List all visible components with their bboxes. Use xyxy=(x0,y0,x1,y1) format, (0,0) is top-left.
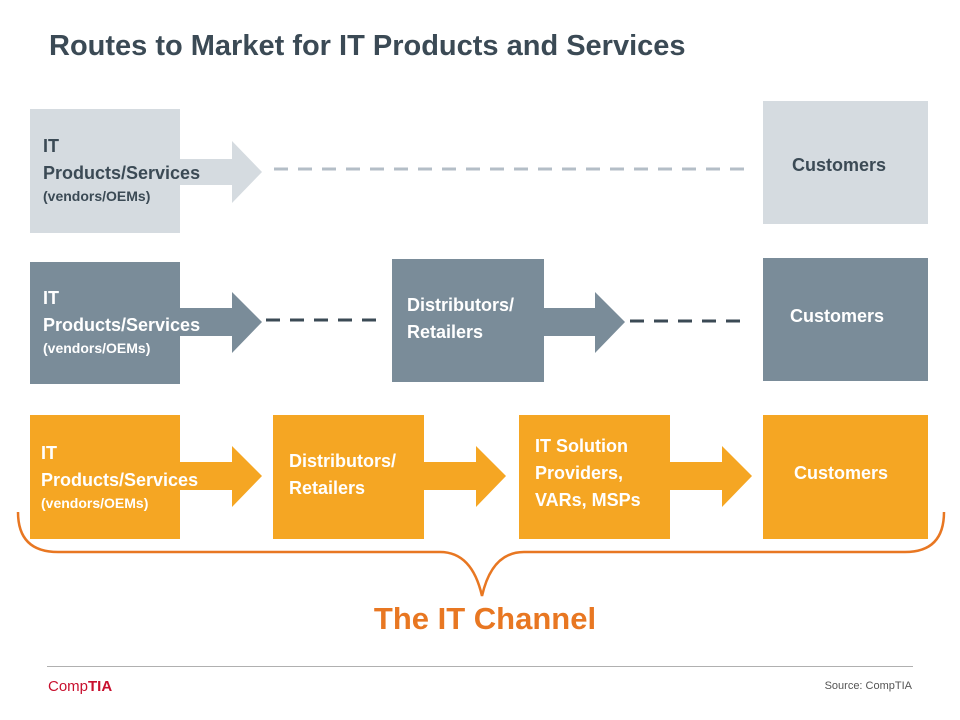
distributors-label: Distributors/ Retailers xyxy=(407,295,515,342)
source-label: IT Products/Services xyxy=(41,443,199,490)
row3-solution-providers-box: IT Solution Providers, VARs, MSPs xyxy=(519,415,670,539)
source-sublabel: (vendors/OEMs) xyxy=(43,340,151,356)
source-sublabel: (vendors/OEMs) xyxy=(43,188,151,204)
row2-arrow1-icon xyxy=(180,292,262,353)
row1-source-box: IT Products/Services (vendors/OEMs) xyxy=(30,109,201,233)
source-label: IT Products/Services xyxy=(43,288,201,335)
channel-label: The IT Channel xyxy=(373,601,597,636)
source-label: IT Products/Services xyxy=(43,136,201,183)
footer-divider xyxy=(47,666,913,667)
row3-arrow2-icon xyxy=(424,446,506,507)
channel-brace-icon xyxy=(16,511,946,597)
row2-customers-box: Customers xyxy=(763,258,928,381)
source-sublabel: (vendors/OEMs) xyxy=(41,495,149,511)
solution-providers-label: IT Solution Providers, VARs, MSPs xyxy=(535,436,641,510)
customers-label: Customers xyxy=(790,306,885,326)
row3-customers-box: Customers xyxy=(763,415,928,539)
row1-customers-box: Customers xyxy=(763,101,928,224)
row3-arrow1-icon xyxy=(180,446,262,507)
row2-arrow2-icon xyxy=(543,292,625,353)
customers-label: Customers xyxy=(792,155,887,175)
customers-label: Customers xyxy=(794,463,889,483)
row3-distributors-box: Distributors/ Retailers xyxy=(273,415,424,539)
row2-source-box: IT Products/Services (vendors/OEMs) xyxy=(30,262,201,384)
row1-arrow-icon xyxy=(180,141,262,203)
logo-text-part2: TIA xyxy=(88,678,113,695)
row3-source-box: IT Products/Services (vendors/OEMs) xyxy=(30,415,199,539)
comptia-logo: CompTIA xyxy=(48,678,112,695)
distributors-label: Distributors/ Retailers xyxy=(289,451,397,498)
logo-text-part1: Comp xyxy=(48,678,89,695)
row3-arrow3-icon xyxy=(670,446,752,507)
row2-distributors-box: Distributors/ Retailers xyxy=(392,259,544,382)
source-note: Source: CompTIA xyxy=(824,680,912,692)
slide-title: Routes to Market for IT Products and Ser… xyxy=(49,30,686,62)
